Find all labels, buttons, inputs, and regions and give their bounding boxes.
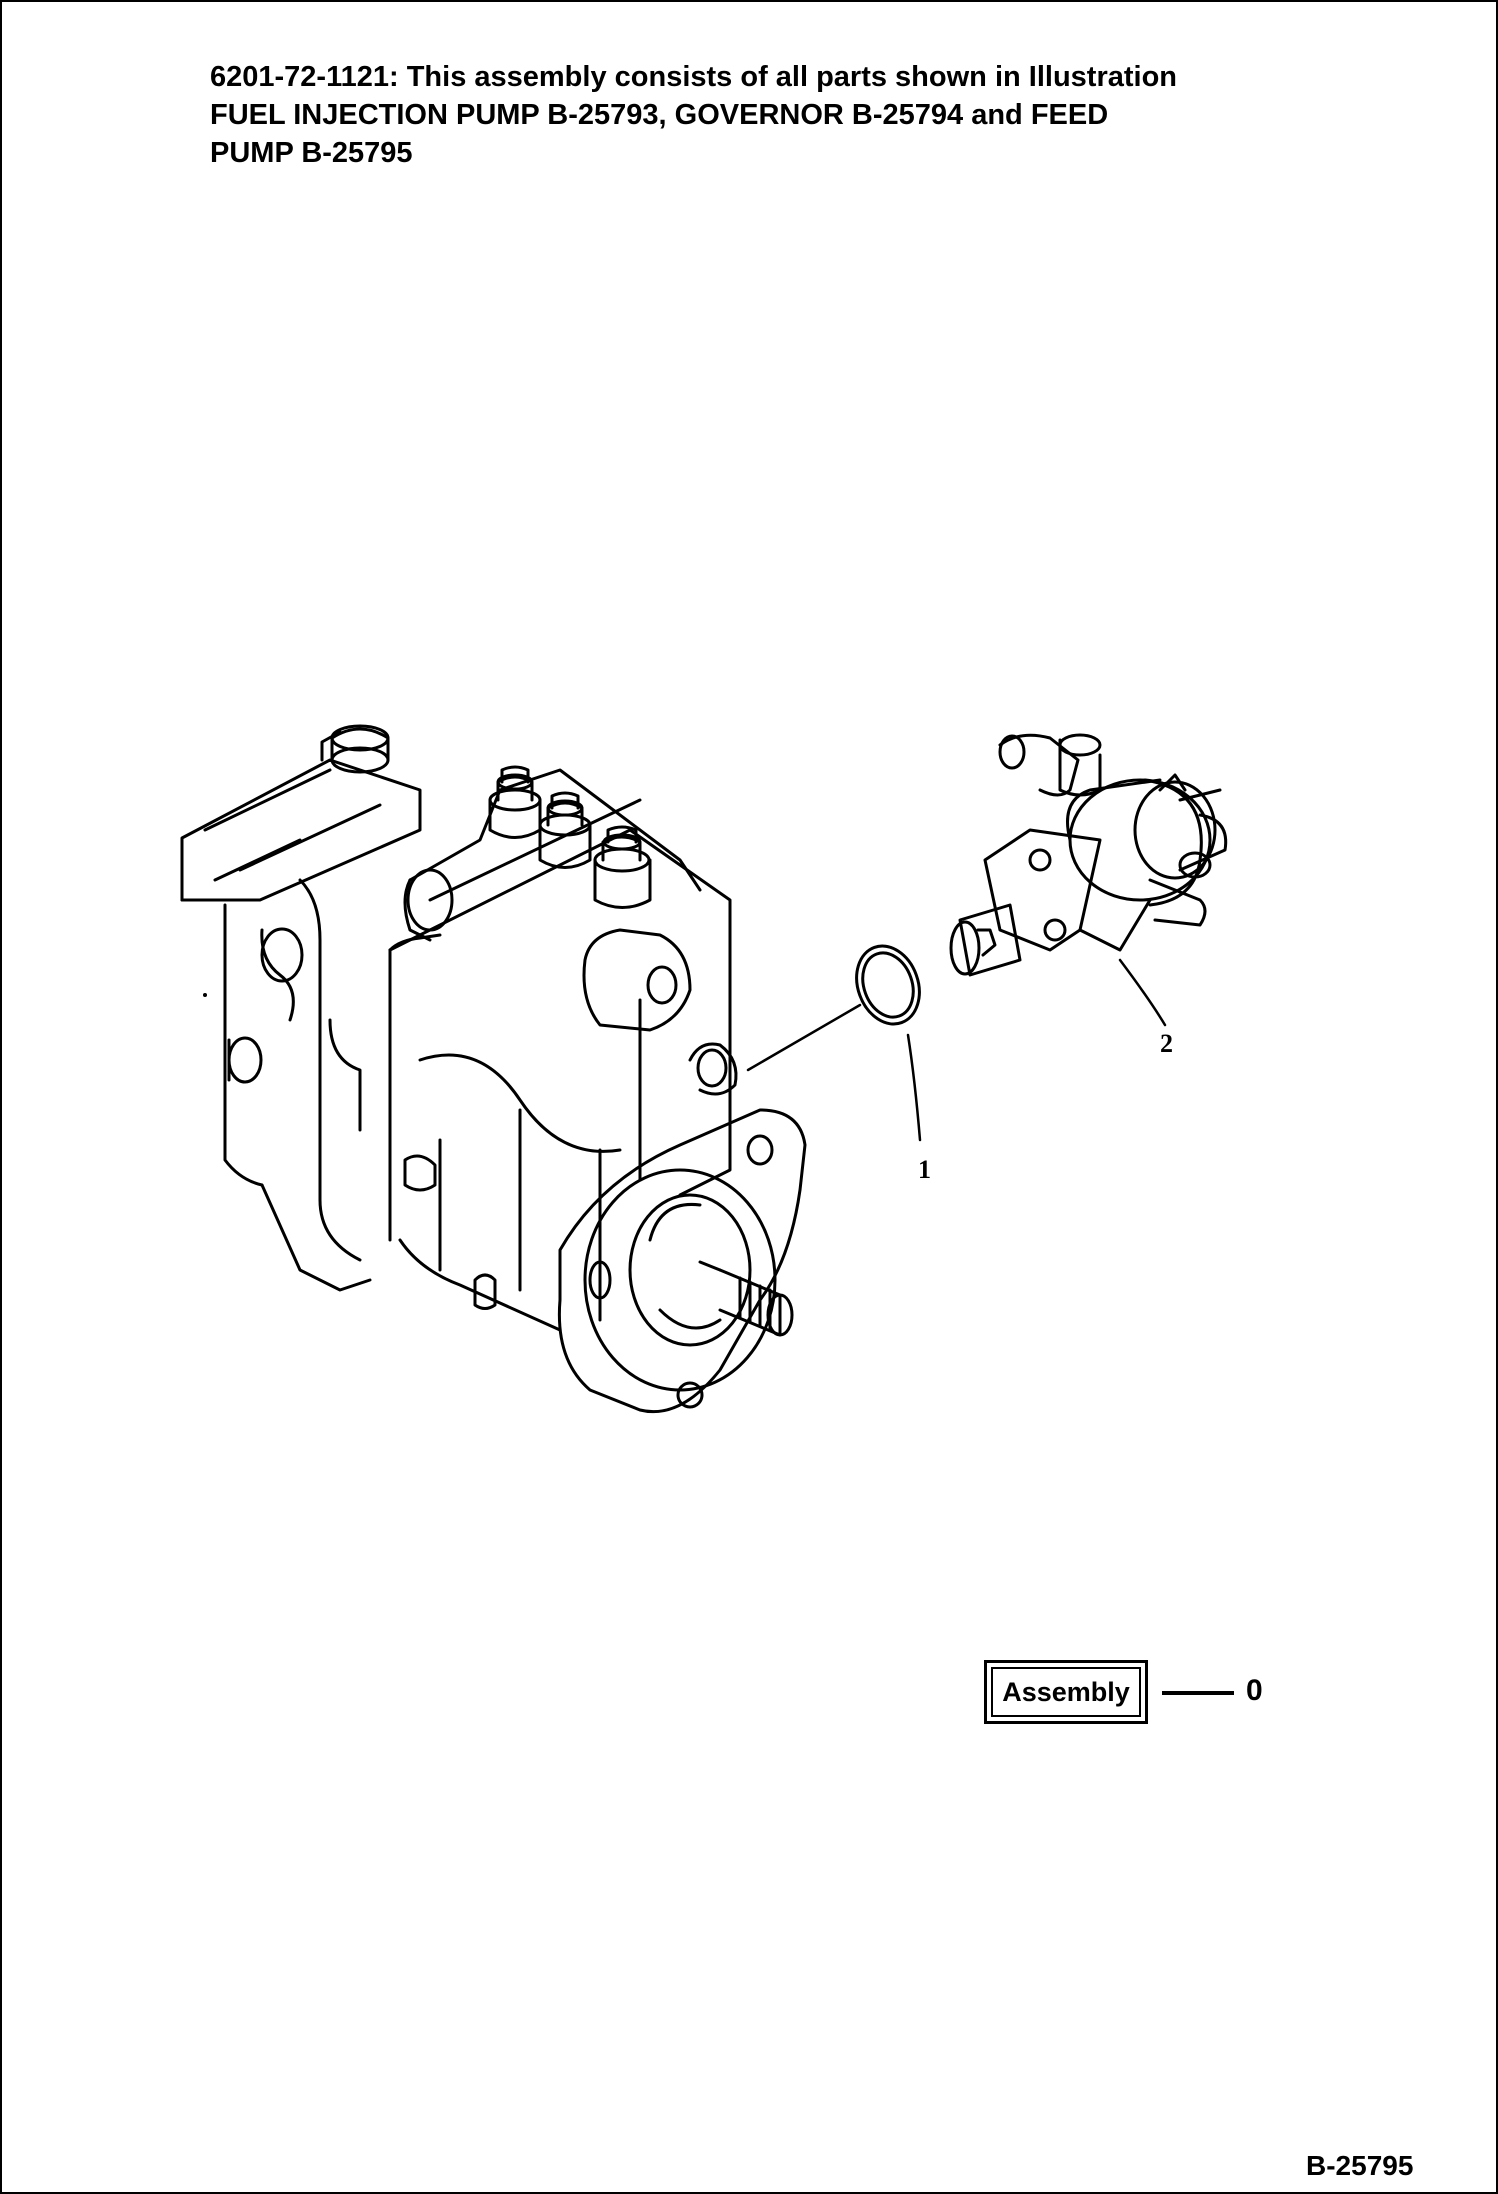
o-ring-part-1 (855, 944, 921, 1026)
leader-lines (746, 958, 1167, 1142)
delivery-valve-3 (593, 825, 652, 909)
callout-2: 2 (1160, 1029, 1173, 1058)
sheet-id: B-25795 (1306, 2150, 1414, 2181)
stray-dot (203, 993, 207, 997)
assembly-box: Assembly (984, 1660, 1148, 1724)
header-text: 6201-72-1121: This assembly consists of … (210, 58, 1410, 172)
assembly-leader-line (1162, 1691, 1234, 1695)
assembly-number: 0 (1246, 1674, 1263, 1707)
drive-flange (557, 1108, 807, 1414)
header-line-1: 6201-72-1121: This assembly consists of … (210, 61, 1177, 93)
feed-pump-part-2 (949, 733, 1228, 977)
header-line-3: PUMP B-25795 (210, 137, 413, 169)
delivery-valve-1 (488, 765, 542, 839)
callout-1: 1 (918, 1155, 931, 1184)
injection-pump-drawing (180, 724, 807, 1414)
delivery-valve-2 (538, 791, 592, 869)
assembly-label: Assembly (1002, 1676, 1130, 1707)
header-line-2: FUEL INJECTION PUMP B-25793, GOVERNOR B-… (210, 99, 1109, 131)
